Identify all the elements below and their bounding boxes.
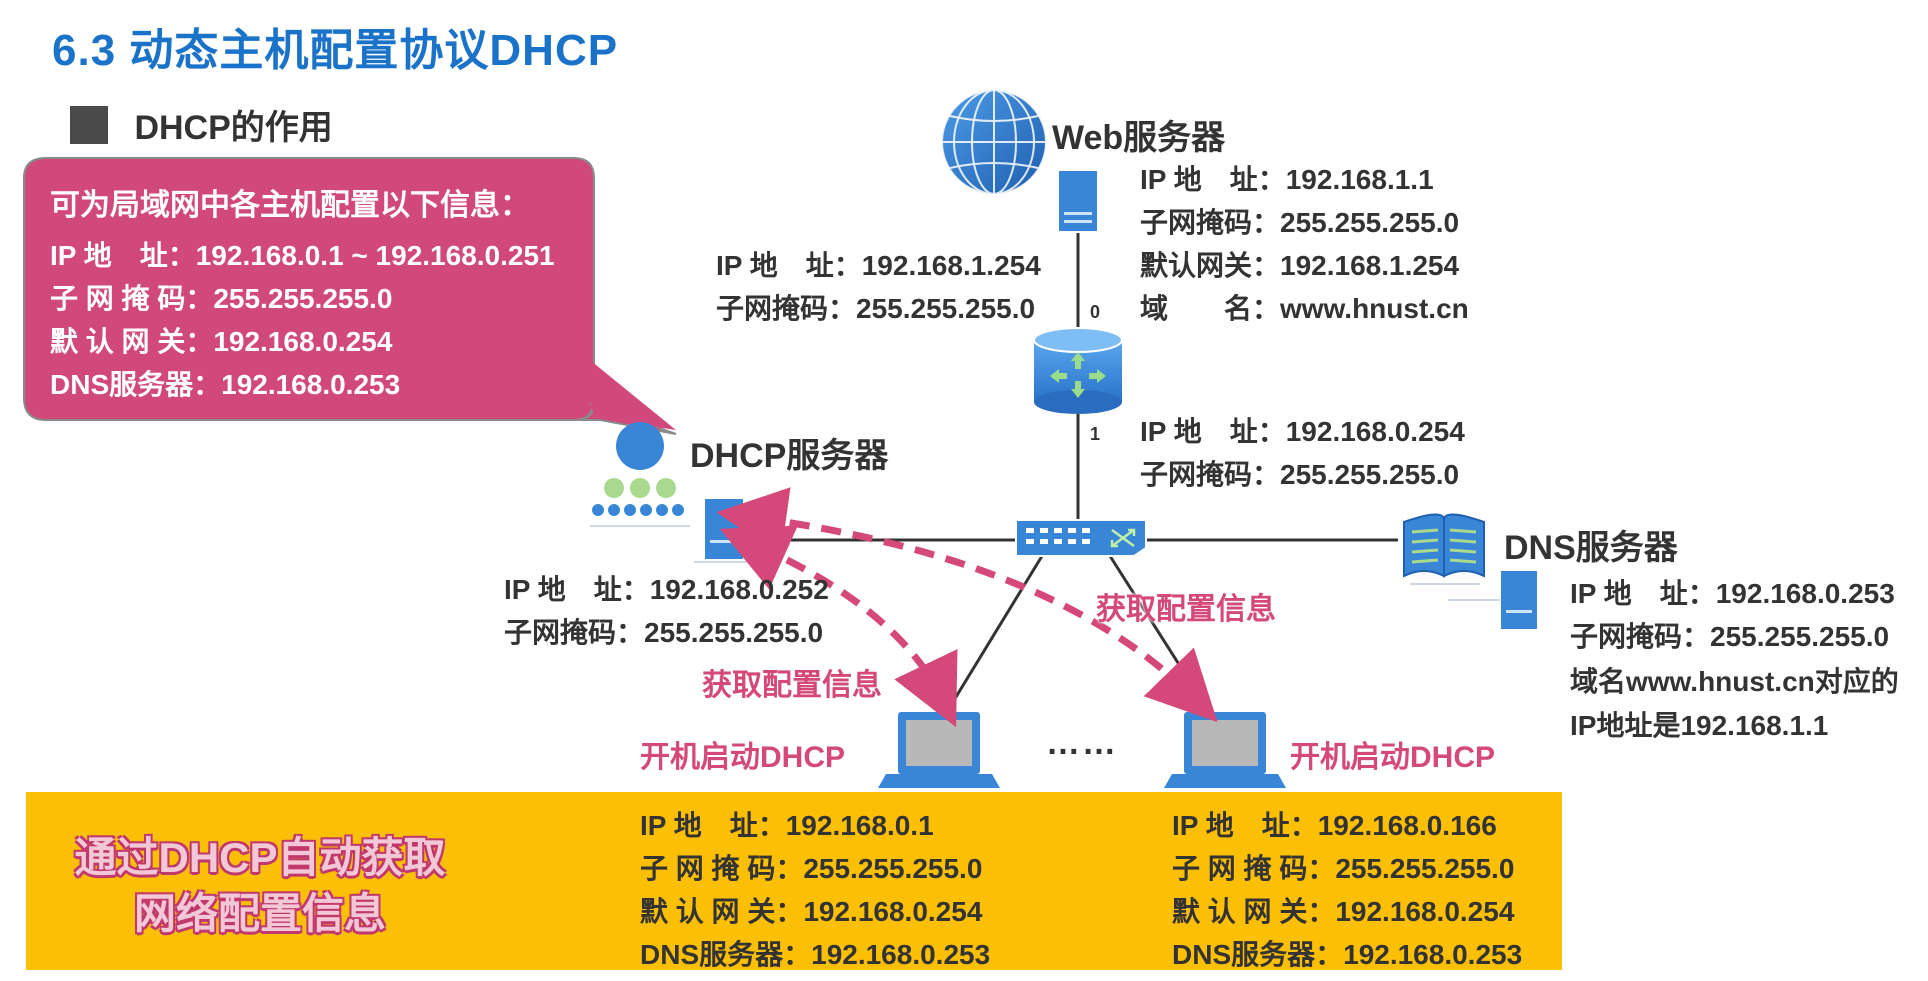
- router-port1-info: IP 地 址：192.168.0.254: [1140, 416, 1465, 447]
- page-title: 6.3 动态主机配置协议DHCP: [52, 26, 619, 75]
- web-server-icon: [1057, 169, 1099, 233]
- dhcp-server-label: DHCP服务器: [690, 437, 889, 475]
- callout-line: IP 地 址：192.168.0.1 ~ 192.168.0.251: [50, 240, 555, 271]
- callout-line: DNS服务器：192.168.0.253: [50, 369, 401, 400]
- web-server-info: IP 地 址：192.168.1.1: [1140, 164, 1434, 195]
- dhcp-server-info: IP 地 址：192.168.0.252: [504, 574, 829, 605]
- band-slogan-line: 通过DHCP自动获取: [74, 834, 446, 881]
- right-host-config: DNS服务器：192.168.0.253: [1172, 939, 1523, 970]
- dns-server-icon: [1448, 569, 1539, 631]
- more-hosts-ellipsis: ……: [1046, 724, 1118, 762]
- bullet-square-icon: [70, 105, 108, 144]
- laptop-left-icon: [878, 712, 1000, 788]
- callout-line: 默 认 网 关：192.168.0.254: [50, 326, 393, 357]
- dhcp-request-arrows: [716, 487, 1218, 728]
- org-chart-icon: [590, 422, 690, 527]
- dns-server-info: 子网掩码：255.255.255.0: [1570, 621, 1890, 652]
- section-heading: DHCP的作用: [70, 100, 333, 149]
- link-switch-host-right: [1108, 555, 1210, 711]
- arrow-label-right: 获取配置信息: [1096, 593, 1276, 626]
- dns-server-info: IP地址是192.168.1.1: [1570, 710, 1829, 741]
- band-slogan-line: 网络配置信息: [133, 890, 386, 937]
- router-port1-info: 子网掩码：255.255.255.0: [1140, 459, 1460, 490]
- router-port0-number: 0: [1090, 302, 1101, 322]
- router-icon: [1033, 327, 1123, 414]
- band-slogan: 通过DHCP自动获取 网络配置信息: [40, 830, 480, 942]
- dhcp-server-info: 子网掩码：255.255.255.0: [504, 617, 824, 648]
- right-host-config: IP 地 址：192.168.0.166: [1172, 810, 1497, 841]
- web-server-label: Web服务器: [1052, 119, 1226, 157]
- laptop-right-icon: [1164, 712, 1286, 788]
- callout-line: 子 网 掩 码：255.255.255.0: [50, 283, 393, 314]
- host-left-label: 开机启动DHCP: [640, 741, 846, 774]
- router-port0-info: IP 地 址：192.168.1.254: [716, 250, 1041, 281]
- arrow-label-left: 获取配置信息: [702, 669, 882, 702]
- summary-band: [26, 792, 1562, 970]
- switch-icon: [1015, 519, 1147, 557]
- arrow-right-host: [716, 487, 1218, 723]
- web-server-info: 默认网关：192.168.1.254: [1140, 250, 1460, 281]
- dns-server-label: DNS服务器: [1504, 529, 1678, 567]
- callout-title: 可为局域网中各主机配置以下信息：: [50, 189, 530, 222]
- web-server-info: 域 名：www.hnust.cn: [1140, 293, 1469, 324]
- dns-server-info: IP 地 址：192.168.0.253: [1570, 578, 1895, 609]
- dns-server-info: 域名www.hnust.cn对应的: [1570, 666, 1899, 697]
- callout-bubble: [23, 157, 677, 435]
- left-host-config: 默 认 网 关：192.168.0.254: [640, 896, 983, 927]
- left-host-config: DNS服务器：192.168.0.253: [640, 939, 991, 970]
- left-host-config: IP 地 址：192.168.0.1: [640, 810, 934, 841]
- web-server-info: 子网掩码：255.255.255.0: [1140, 207, 1460, 238]
- router-port0-info: 子网掩码：255.255.255.0: [716, 293, 1036, 324]
- left-host-config: 子 网 掩 码：255.255.255.0: [640, 853, 983, 884]
- link-switch-host-left: [946, 555, 1044, 711]
- router-port1-number: 1: [1090, 424, 1101, 444]
- right-host-config: 默 认 网 关：192.168.0.254: [1172, 896, 1515, 927]
- section-heading-text: DHCP的作用: [134, 109, 333, 147]
- globe-icon: [941, 89, 1047, 195]
- host-right-label: 开机启动DHCP: [1290, 741, 1496, 774]
- dhcp-server-icon: [694, 497, 760, 563]
- book-icon: [1403, 513, 1485, 585]
- right-host-config: 子 网 掩 码：255.255.255.0: [1172, 853, 1515, 884]
